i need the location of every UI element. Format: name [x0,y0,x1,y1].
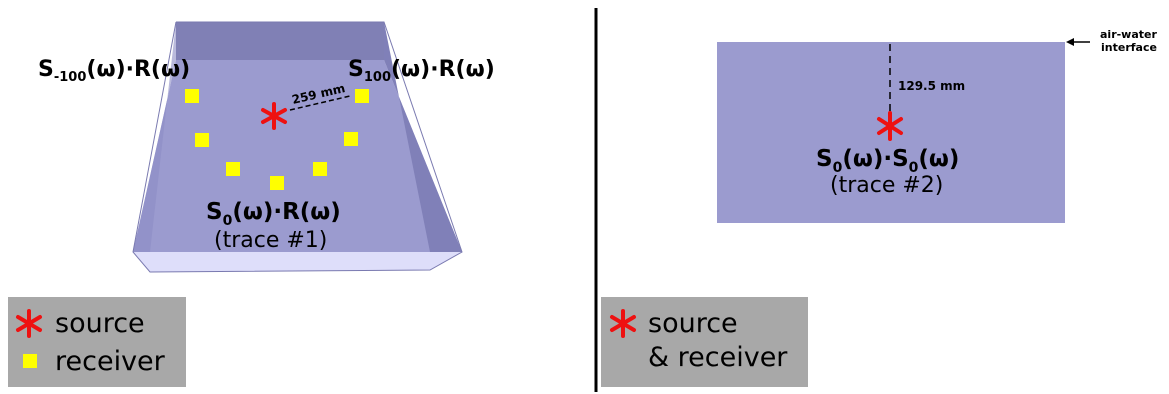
legend-right-line1: source [648,308,738,339]
receiver-square [313,162,327,176]
trace-1-label: (trace #1) [214,228,327,253]
trace-2-label: (trace #2) [830,173,943,198]
legend-source-label: source [55,308,145,339]
interface-label-line2: interface [1101,41,1157,54]
legend-left: source receiver [8,297,186,387]
receiver-square [270,176,284,190]
tank-bottom-face [133,252,462,272]
legend-right: source & receiver [601,297,808,387]
source-receiver-asterisk-icon [877,111,903,141]
label-s0-s0: S0(ω)·S0(ω) [816,146,959,176]
receiver-square [185,89,199,103]
label-s-100: S100(ω)·R(ω) [348,57,495,85]
legend-right-bg [601,297,808,387]
interface-arrow-icon [1066,38,1090,46]
legend-right-line2: & receiver [648,342,788,373]
interface-label-line1: air-water [1100,28,1157,41]
legend-left-bg [8,297,186,387]
legend-source-icon [16,309,42,338]
receiver-square [355,89,369,103]
receivers [185,89,369,190]
receiver-square [344,132,358,146]
tank-back-wall [176,22,384,60]
label-s0-r: S0(ω)·R(ω) [206,199,341,229]
depth-label: 129.5 mm [898,79,965,93]
receiver-square [226,162,240,176]
legend-receiver-label: receiver [55,346,166,377]
receiver-square [195,133,209,147]
source-asterisk-icon [261,102,287,130]
tank-left-wall [133,22,176,252]
legend-source-receiver-icon [610,309,636,338]
legend-receiver-icon [23,354,37,368]
tank-edges [132,21,463,273]
tank-water-body [133,60,462,252]
label-s-minus100: S-100(ω)·R(ω) [38,57,190,85]
water-tank [132,21,463,273]
tank-right-wall [384,22,462,270]
